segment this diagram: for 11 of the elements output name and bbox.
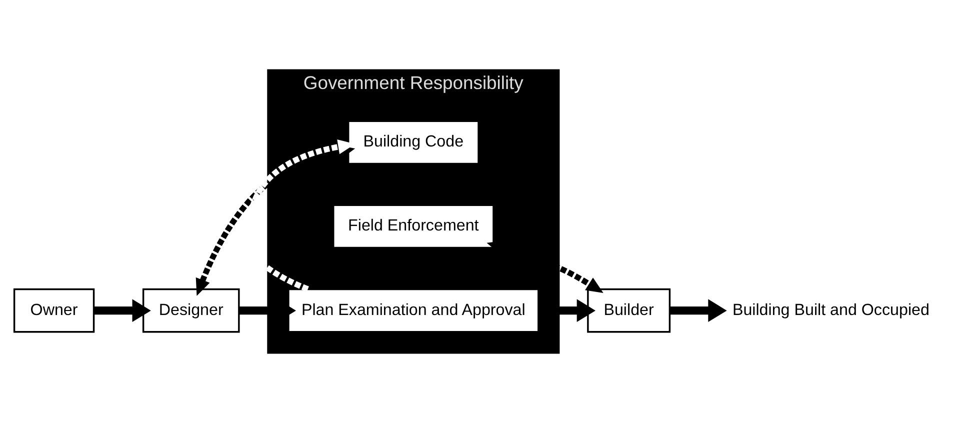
node-box: Designer <box>142 288 240 333</box>
node-box: Plan Examination and Approval <box>287 288 539 333</box>
node-box: Building Code <box>346 120 479 165</box>
node-box: Builder <box>586 288 670 333</box>
node-box: Field Enforcement <box>332 204 494 249</box>
node-box: Owner <box>12 288 94 333</box>
arrow <box>195 145 355 296</box>
arrow <box>669 299 726 322</box>
node-text: Building Built and Occupied <box>732 300 929 319</box>
arrow <box>486 240 603 293</box>
arrow <box>93 299 150 322</box>
